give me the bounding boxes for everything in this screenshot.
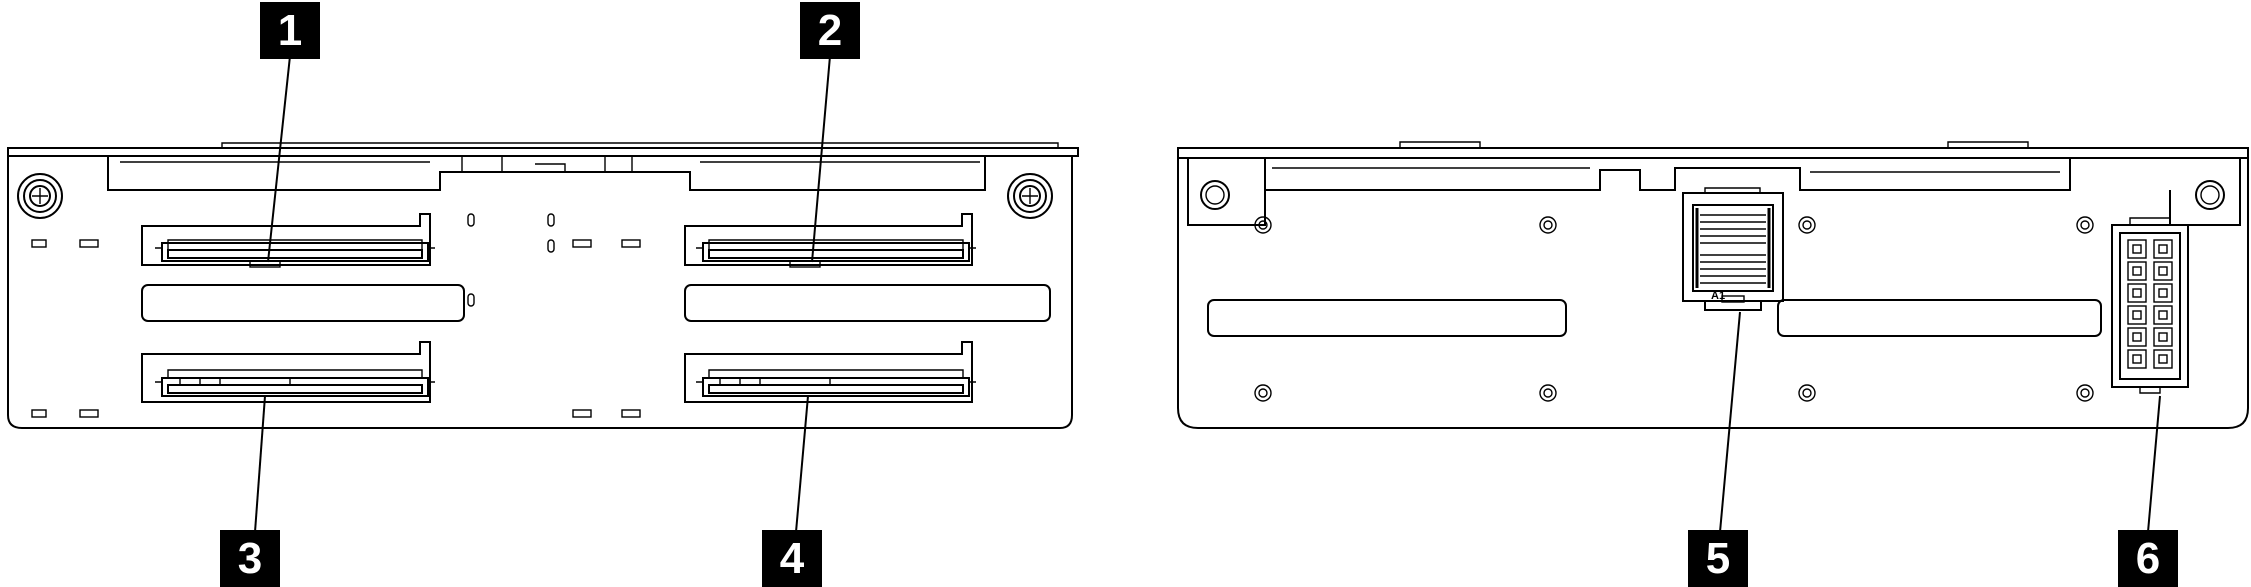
connector-3 [141, 341, 435, 403]
rear-right-tab [2169, 158, 2241, 226]
rear-standoffs [1254, 216, 2094, 402]
rear-backplane: A1 [1177, 141, 2249, 429]
power-connector-6 [2111, 217, 2189, 394]
callout-4: 4 [762, 530, 822, 587]
leader-5 [1719, 311, 1741, 533]
front-slots [31, 213, 641, 418]
connector-4 [684, 341, 976, 403]
leader-3 [254, 395, 266, 533]
leader-lines [254, 55, 2161, 533]
left-screw [17, 173, 63, 219]
connector-1 [141, 213, 435, 268]
leader-4 [795, 395, 809, 533]
right-screw [1007, 173, 1053, 219]
callout-2: 2 [800, 2, 860, 59]
rear-left-tab [1187, 158, 1266, 226]
leader-2 [811, 55, 831, 263]
connector-2 [684, 213, 976, 268]
callout-3: 3 [220, 530, 280, 587]
callout-1: 1 [260, 2, 320, 59]
leader-6 [2147, 395, 2161, 533]
callout-6: 6 [2118, 530, 2178, 587]
callout-5: 5 [1688, 530, 1748, 587]
connector-marking: A1 [1711, 290, 1725, 302]
signal-connector-5 [1682, 187, 1784, 311]
leader-1 [267, 55, 291, 263]
front-backplane [7, 142, 1079, 429]
